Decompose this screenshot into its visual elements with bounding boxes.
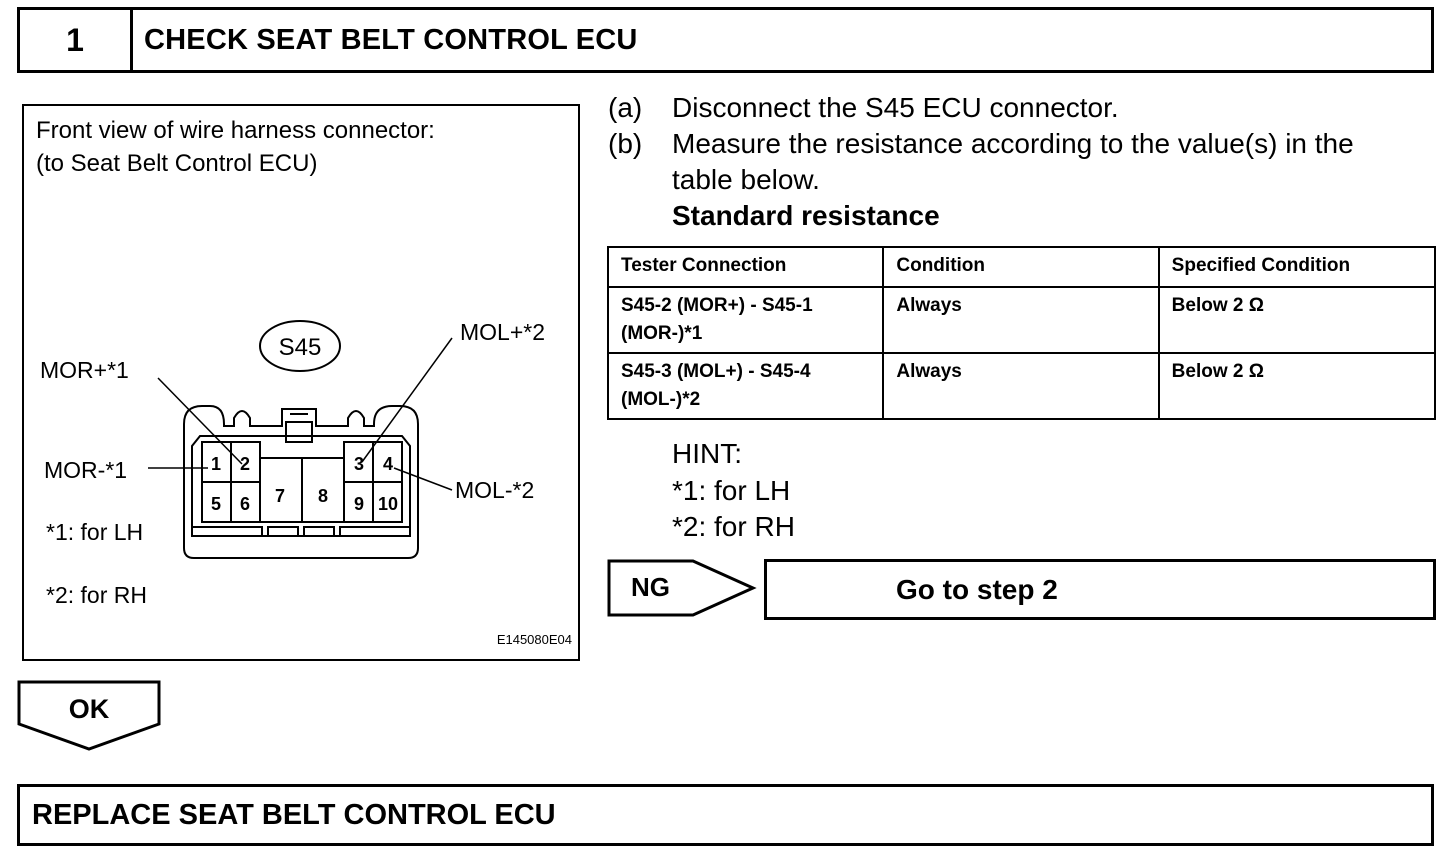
step-header: 1 CHECK SEAT BELT CONTROL ECU (17, 7, 1434, 73)
step-number: 1 (20, 10, 133, 70)
pin-10: 10 (378, 494, 398, 514)
pin-3: 3 (354, 454, 364, 474)
cell-connection: S45-3 (MOL+) - S45-4 (MOL-)*2 (606, 352, 885, 420)
figure-note-lh: *1: for LH (46, 519, 143, 545)
ok-arrow: OK (17, 680, 161, 751)
pin-2: 2 (240, 454, 250, 474)
connector-figure: Front view of wire harness connector: (t… (22, 104, 580, 661)
go-to-step-2-label: Go to step 2 (896, 573, 1058, 605)
header-condition: Condition (882, 246, 1160, 288)
table-row: S45-2 (MOR+) - S45-1 (MOR-)*1 Always Bel… (606, 286, 1437, 354)
figure-note-rh: *2: for RH (46, 582, 147, 608)
label-mor-minus: MOR-*1 (44, 457, 127, 483)
cell-connection-line2: (MOR-)*1 (621, 323, 703, 344)
cell-specified: Below 2 Ω (1157, 352, 1437, 420)
instruction-b-text-line1: Measure the resistance according to the … (672, 128, 1354, 159)
go-to-step-2-box[interactable]: Go to step 2 (764, 559, 1436, 620)
hint-title: HINT: (672, 438, 742, 469)
standard-resistance-label: Standard resistance (672, 200, 940, 231)
instruction-a-text: Disconnect the S45 ECU connector. (672, 92, 1119, 123)
ng-label: NG (631, 572, 670, 602)
cell-connection-line2: (MOL-)*2 (621, 389, 701, 410)
hint-line1: *1: for LH (672, 475, 791, 506)
header-specified-condition: Specified Condition (1157, 246, 1437, 288)
ng-arrow: NG (607, 559, 757, 617)
connector-body (183, 405, 419, 559)
figure-caption-line2: (to Seat Belt Control ECU) (36, 150, 318, 177)
label-mol-minus: MOL-*2 (455, 477, 534, 503)
label-mol-plus: MOL+*2 (460, 319, 545, 345)
step-title: CHECK SEAT BELT CONTROL ECU (144, 23, 638, 56)
resistance-table: Tester Connection Condition Specified Co… (606, 246, 1437, 420)
connector-id-label: S45 (279, 334, 322, 361)
cell-connection-line1: S45-2 (MOR+) - S45-1 (621, 295, 813, 316)
replace-ecu-title: REPLACE SEAT BELT CONTROL ECU (32, 798, 556, 831)
figure-caption: Front view of wire harness connector: (t… (36, 114, 435, 180)
instruction-b-marker: (b) (608, 128, 643, 159)
cell-condition: Always (882, 352, 1160, 420)
hint-line2: *2: for RH (672, 511, 795, 542)
pin-6: 6 (240, 494, 250, 514)
figure-code: E145080E04 (497, 632, 572, 647)
cell-connection: S45-2 (MOR+) - S45-1 (MOR-)*1 (606, 286, 885, 354)
figure-caption-line1: Front view of wire harness connector: (36, 117, 435, 144)
table-header-row: Tester Connection Condition Specified Co… (606, 246, 1437, 288)
pin-9: 9 (354, 494, 364, 514)
pin-8: 8 (318, 486, 328, 506)
pin-5: 5 (211, 494, 221, 514)
pin-7: 7 (275, 486, 285, 506)
label-mor-plus: MOR+*1 (40, 357, 129, 383)
connector-diagram: S45 1 2 3 4 5 6 7 (40, 319, 572, 647)
cell-condition: Always (882, 286, 1160, 354)
instruction-b-text-line2: table below. (672, 164, 820, 195)
ok-label: OK (69, 694, 110, 724)
pin-1: 1 (211, 454, 221, 474)
replace-ecu-step: REPLACE SEAT BELT CONTROL ECU (17, 784, 1434, 846)
header-tester-connection: Tester Connection (606, 246, 885, 288)
cell-specified: Below 2 Ω (1157, 286, 1437, 354)
cell-connection-line1: S45-3 (MOL+) - S45-4 (621, 361, 811, 382)
pin-4: 4 (383, 454, 393, 474)
table-row: S45-3 (MOL+) - S45-4 (MOL-)*2 Always Bel… (606, 352, 1437, 420)
leader-lines (148, 337, 453, 491)
connector-id-ellipse (259, 320, 341, 372)
instruction-a-marker: (a) (608, 92, 643, 123)
